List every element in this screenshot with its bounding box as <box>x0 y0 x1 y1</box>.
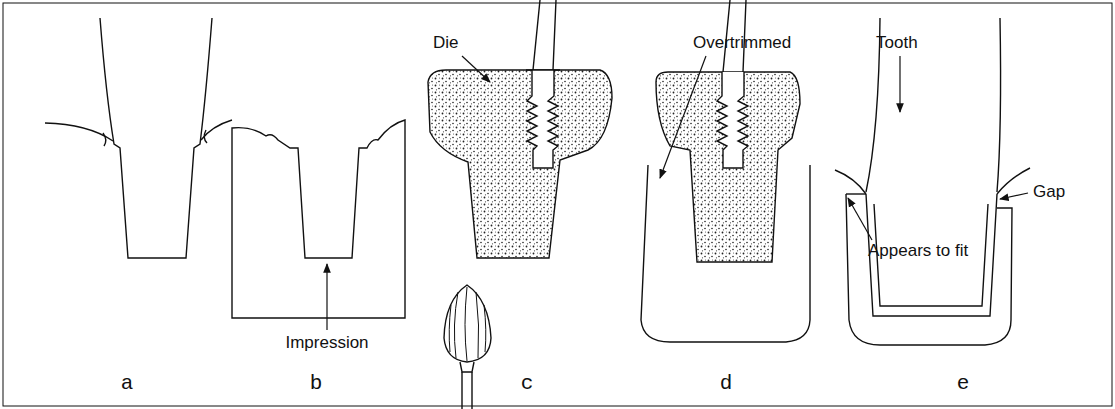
impression <box>232 120 405 318</box>
leader-lines <box>327 56 1028 330</box>
part-label: Impression <box>285 334 368 353</box>
part-label: Gap <box>1033 183 1065 202</box>
panel-letter: e <box>957 372 970 395</box>
panel-letter: c <box>521 372 534 395</box>
panel-letter: b <box>310 372 323 395</box>
panel-letter: d <box>720 372 733 395</box>
prepared-tooth <box>45 18 232 258</box>
frame <box>3 3 1112 406</box>
trimmed-die <box>656 0 800 262</box>
part-label: Appears to fit <box>868 242 968 261</box>
part-label: Die <box>433 34 459 53</box>
tooth-with-crown <box>835 18 1030 345</box>
bur <box>444 285 491 409</box>
panel-letter: a <box>121 372 134 395</box>
part-label: Overtrimmed <box>693 34 791 53</box>
part-label: Tooth <box>876 34 918 53</box>
die <box>428 0 612 258</box>
